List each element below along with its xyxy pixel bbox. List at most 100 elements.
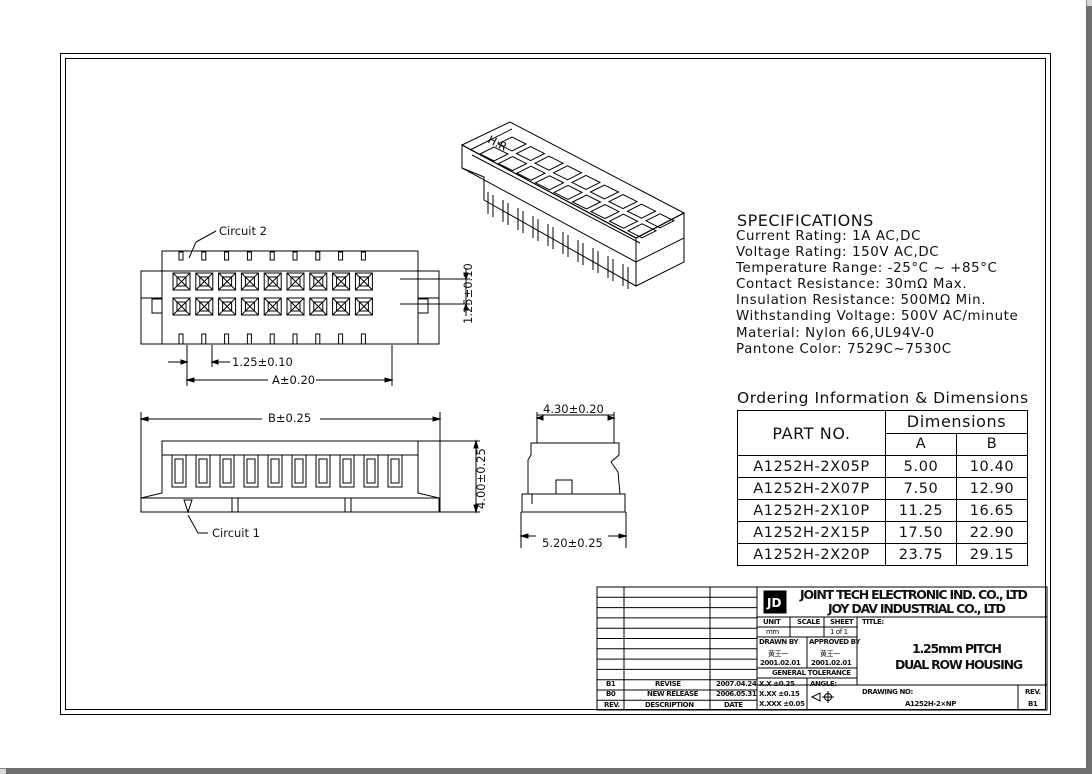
- front-slot: [267, 454, 283, 488]
- contact-cell: [240, 272, 259, 291]
- header-dimensions: Dimensions: [885, 410, 1028, 434]
- pitch-vertical-dimension: 1.25±0.10: [461, 263, 475, 324]
- cell-part: A1252H-2X07P: [737, 477, 886, 500]
- cell-diagonal: [218, 297, 236, 316]
- approved-by-name: 黄王一: [820, 650, 840, 658]
- company-name-2: JOY DAV INDUSTRIAL CO., LTD: [828, 601, 1006, 616]
- rev-row-2-rev: B0: [606, 690, 616, 698]
- front-slot: [315, 454, 331, 488]
- cell-diagonal: [332, 272, 350, 291]
- front-slot-inner: [318, 458, 328, 484]
- isometric-view: H:R: [460, 121, 686, 289]
- front-slot-inner: [342, 458, 352, 484]
- front-slot-inner: [366, 458, 376, 484]
- cell-a: 11.25: [885, 499, 957, 522]
- contact-cell: [240, 297, 259, 316]
- cell-b: 10.40: [956, 455, 1028, 478]
- drawing-title-2: DUAL ROW HOUSING: [895, 657, 1023, 672]
- contact-cell-inner: [199, 301, 210, 312]
- dimension-a: A±0.20: [272, 373, 316, 387]
- iso-cell: [496, 136, 528, 152]
- contact-cell: [218, 272, 237, 291]
- cell-diagonal: [195, 297, 214, 316]
- iso-cell: [515, 165, 547, 181]
- front-slot-inner: [390, 458, 400, 484]
- contact-cell: [195, 297, 214, 316]
- rev-row-2-date: 2006.05.31: [716, 690, 757, 698]
- specification-line: Pantone Color: 7529C~7530C: [736, 341, 952, 357]
- contact-cell: [286, 272, 305, 291]
- rev-col-rev: REV.: [604, 701, 620, 709]
- pin-slot: [338, 333, 344, 345]
- contact-cell: [332, 272, 351, 291]
- front-slot-inner: [222, 458, 232, 484]
- cell-a: 7.50: [885, 477, 957, 500]
- drawing-title-1: 1.25mm PITCH: [912, 641, 1002, 656]
- specifications-title: SPECIFICATIONS: [737, 211, 874, 230]
- front-slot-inner: [294, 458, 304, 484]
- cell-diagonal: [286, 297, 305, 316]
- tolerance-3: X.XXX ±0.05: [759, 700, 805, 708]
- iso-cell: [571, 194, 602, 210]
- cell-diagonal: [195, 272, 214, 291]
- front-slot: [387, 454, 403, 488]
- svg-text:H:R: H:R: [486, 133, 510, 154]
- cell-diagonal: [263, 272, 282, 291]
- unit-label: UNIT: [763, 618, 781, 626]
- side-width-bottom: 5.20±0.25: [542, 536, 603, 550]
- cell-diagonal: [263, 297, 282, 316]
- pin-slot: [201, 251, 207, 261]
- contact-cell-inner: [313, 276, 324, 287]
- pin-slot: [269, 333, 275, 345]
- front-view: [139, 412, 480, 534]
- drawn-by-name: 黄王一: [768, 650, 788, 658]
- cell-a: 17.50: [885, 521, 957, 544]
- projection-symbol-icon: [810, 691, 834, 703]
- border-frame-outer: [60, 53, 1051, 715]
- front-slot: [219, 454, 235, 488]
- contact-cell: [172, 297, 191, 316]
- dimension-b: B±0.25: [268, 411, 312, 425]
- cell-part: A1252H-2X10P: [737, 499, 886, 522]
- iso-cell: [552, 184, 584, 200]
- iso-cell: [607, 194, 639, 210]
- cell-b: 16.65: [956, 499, 1028, 522]
- cell-part: A1252H-2X20P: [737, 543, 886, 566]
- pin-slot: [224, 251, 230, 261]
- iso-cell: [626, 203, 657, 219]
- specification-line: Contact Resistance: 30mΩ Max.: [736, 277, 968, 293]
- pin-slot: [315, 333, 321, 345]
- sheet-shadow-right: [1086, 6, 1092, 774]
- cell-diagonal: [172, 297, 191, 316]
- cell-diagonal: [309, 272, 328, 291]
- front-slot-inner: [246, 458, 256, 484]
- contact-cell-inner: [176, 301, 187, 312]
- ordering-header-row-2: A B: [738, 432, 1028, 456]
- cell-diagonal: [309, 297, 328, 316]
- cell-diagonal: [355, 297, 373, 316]
- iso-cell: [478, 146, 510, 162]
- contact-cell: [195, 272, 214, 291]
- pin-slot: [315, 251, 321, 261]
- cell-part: A1252H-2X15P: [737, 521, 886, 544]
- contact-cell-inner: [290, 301, 301, 312]
- iso-cell: [589, 204, 621, 220]
- angle-label: ANGLE:: [810, 680, 837, 688]
- drawing-no-label: DRAWING NO:: [862, 688, 913, 696]
- title-block-grid: JD: [596, 586, 1048, 711]
- approved-date: 2001.02.01: [811, 659, 852, 667]
- iso-cell: [515, 146, 546, 162]
- rev-row-1-date: 2007.04.24: [716, 680, 757, 688]
- contact-cell: [354, 272, 373, 291]
- sheet-label: SHEET: [830, 618, 854, 626]
- cell-diagonal: [355, 272, 373, 291]
- iso-cell: [570, 174, 602, 190]
- ordering-title: Ordering Information & Dimensions: [737, 389, 1029, 407]
- tolerance-2: X.XX ±0.15: [759, 690, 800, 698]
- cell-a: 23.75: [885, 543, 957, 566]
